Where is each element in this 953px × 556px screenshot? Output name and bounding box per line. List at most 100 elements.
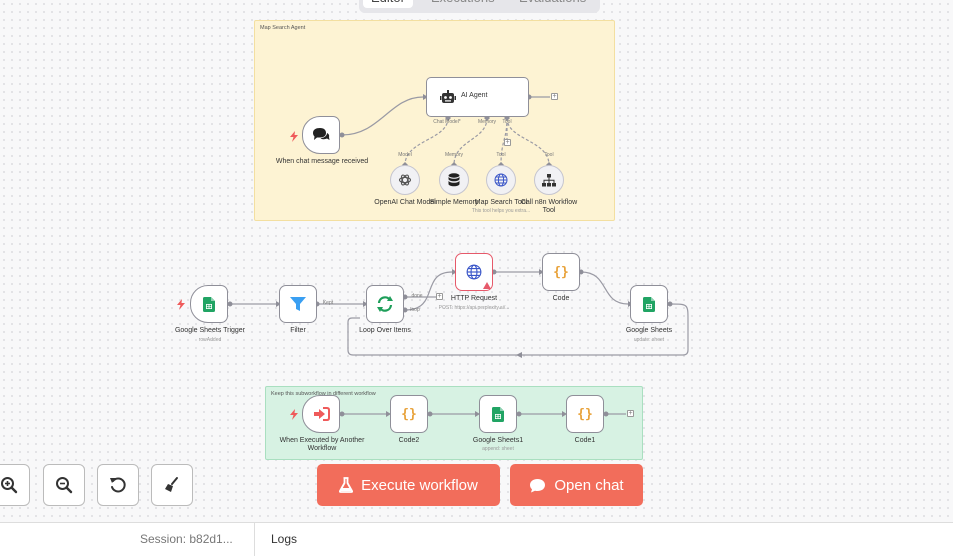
openai-chat-model-node[interactable] (390, 165, 420, 195)
node-subtitle: This tool helps you extra... (471, 208, 531, 214)
logs-tab[interactable]: Logs (271, 532, 298, 546)
node-label: Map Search Tool (474, 199, 528, 206)
code2-node[interactable]: {} (390, 395, 428, 433)
google-sheets-icon (643, 296, 655, 312)
node-label: Filter (290, 327, 306, 334)
session-id: Session: b82d1... (140, 532, 233, 546)
logs-panel-bar: Session: b82d1... Logs (0, 522, 953, 556)
port-label: Chat Model* (433, 119, 461, 125)
trigger-bolt-icon (290, 131, 298, 142)
google-sheets-trigger-node[interactable] (190, 285, 228, 323)
loop-over-items-node[interactable] (366, 285, 404, 323)
zoom-in-button[interactable] (0, 464, 30, 506)
trigger-bolt-icon (290, 409, 298, 420)
node-subtitle: POST: https://api.perplexity.ai/... (438, 305, 510, 311)
node-label: Code2 (398, 437, 420, 444)
node-label: When chat message received (275, 158, 369, 165)
connection (404, 271, 453, 311)
sticky-note-title: Keep this subworkflow in different workf… (271, 391, 376, 397)
tab-evaluations[interactable]: Evaluations (519, 0, 586, 8)
port-label: Tool (502, 119, 512, 125)
code1-node[interactable]: {} (566, 395, 604, 433)
code-node[interactable]: {} (542, 253, 580, 291)
http-request-node[interactable] (455, 253, 493, 291)
reset-zoom-icon (110, 477, 126, 493)
tidy-up-button[interactable] (151, 464, 193, 506)
simple-memory-node[interactable] (439, 165, 469, 195)
reset-zoom-button[interactable] (97, 464, 139, 506)
execute-workflow-button[interactable]: Execute workflow (317, 464, 500, 506)
execute-workflow-trigger-node[interactable] (302, 395, 340, 433)
node-label: Call n8n Workflow Tool (520, 199, 578, 214)
add-tool-plus-icon[interactable]: + (504, 139, 511, 146)
filter-funnel-icon (290, 296, 306, 311)
zoom-out-icon (56, 477, 73, 494)
node-label: Google Sheets1 (472, 437, 524, 444)
connection (580, 271, 629, 305)
chat-bubble-icon (313, 128, 330, 140)
sitemap-icon (542, 173, 556, 186)
node-label: Code (552, 295, 570, 302)
node-label: AI Agent (461, 92, 488, 99)
google-sheets-icon (203, 296, 215, 312)
add-node-plus-icon[interactable]: + (436, 293, 443, 300)
code-braces-icon: {} (553, 264, 569, 280)
code-braces-icon: {} (401, 406, 417, 422)
open-chat-button[interactable]: Open chat (510, 464, 643, 506)
view-tabs: Editor Executions Evaluations (359, 0, 600, 13)
openai-icon (398, 174, 412, 186)
tab-executions[interactable]: Executions (431, 0, 495, 8)
google-sheets-icon (492, 406, 504, 422)
node-label: HTTP Request (450, 295, 498, 302)
node-label: Google Sheets (625, 327, 673, 334)
globe-icon (466, 264, 482, 280)
port-label: Memory (477, 119, 497, 125)
node-subtitle: update: sheet (633, 337, 665, 343)
connection (506, 117, 550, 166)
connection (404, 117, 449, 166)
node-label: When Executed by Another Workflow (279, 437, 365, 452)
connection-loopback (347, 303, 689, 356)
trigger-bolt-icon (177, 299, 185, 310)
google-sheets-node[interactable] (630, 285, 668, 323)
open-chat-label: Open chat (554, 476, 624, 494)
zoom-in-icon (1, 477, 18, 494)
divider (254, 523, 255, 556)
sticky-note-title: Map Search Agent (260, 25, 306, 31)
filter-node[interactable] (279, 285, 317, 323)
tab-editor[interactable]: Editor (363, 0, 413, 8)
connection (453, 117, 488, 166)
sync-arrows-icon (377, 296, 393, 312)
connection (341, 96, 424, 136)
port-label: loop (410, 307, 420, 313)
robot-icon (440, 90, 456, 103)
add-node-plus-icon[interactable]: + (627, 410, 634, 417)
node-label: Loop Over Items (359, 327, 411, 334)
port-label: Memory (444, 152, 464, 158)
globe-icon (494, 173, 508, 187)
add-node-plus-icon[interactable]: + (551, 93, 558, 100)
sign-in-icon (313, 407, 330, 421)
google-sheets1-node[interactable] (479, 395, 517, 433)
node-label: Google Sheets Trigger (174, 327, 246, 334)
warning-icon (483, 282, 491, 289)
port-label: Tool (496, 152, 506, 158)
port-label: Tool (544, 152, 554, 158)
broom-icon (165, 477, 178, 492)
chat-trigger-node[interactable] (302, 116, 340, 154)
code-braces-icon: {} (577, 406, 593, 422)
chat-bubble-icon (530, 478, 546, 492)
node-label: OpenAI Chat Model (374, 199, 436, 206)
flask-icon (339, 477, 354, 493)
zoom-out-button[interactable] (43, 464, 85, 506)
node-label: Simple Memory (429, 199, 479, 206)
map-search-tool-node[interactable] (486, 165, 516, 195)
port-label: Model (398, 152, 412, 158)
ai-agent-node[interactable]: AI Agent (426, 77, 529, 117)
node-label: Code1 (574, 437, 596, 444)
node-subtitle: append: sheet (482, 446, 514, 452)
call-workflow-tool-node[interactable] (534, 165, 564, 195)
port-label: Kept (322, 300, 334, 306)
execute-workflow-label: Execute workflow (361, 476, 478, 494)
